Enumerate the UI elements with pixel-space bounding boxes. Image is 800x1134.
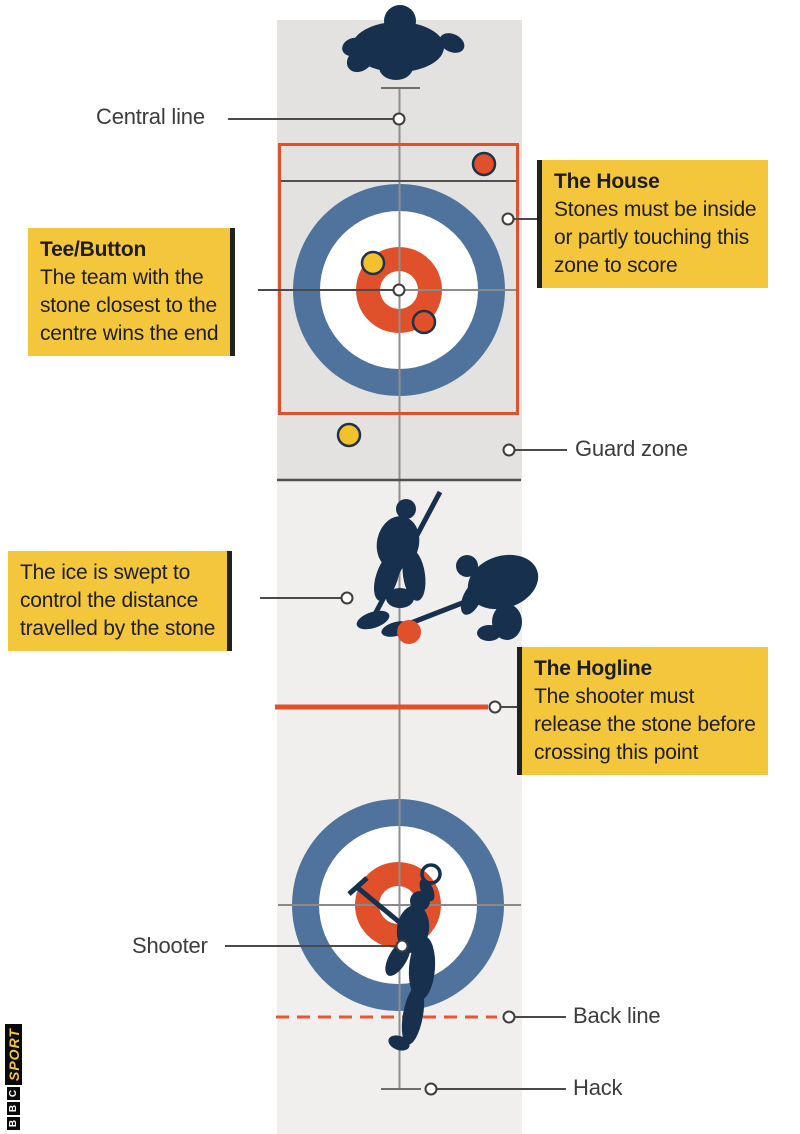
stone-red <box>411 309 437 335</box>
hogline-callout: The Hogline The shooter must release the… <box>517 647 768 775</box>
marker-tee-button <box>392 283 406 297</box>
skip-figure <box>342 5 465 80</box>
tee-button-title: Tee/Button <box>40 238 147 261</box>
bbc-sport-logo: B B C SPORT <box>5 1024 22 1130</box>
house-zone-highlight-box <box>278 143 519 415</box>
marker-house <box>501 212 515 226</box>
sweeper-left-figure <box>356 490 443 630</box>
house-callout: The House Stones must be inside or partl… <box>537 160 769 288</box>
bbc-logo-block: B <box>7 1102 20 1115</box>
central-line-label: Central line <box>96 104 205 129</box>
marker-guard-zone <box>502 443 516 457</box>
stones <box>336 151 497 644</box>
stone-yellow <box>360 250 386 276</box>
stone-yellow-guard <box>336 422 362 448</box>
hack-label: Hack <box>573 1075 623 1100</box>
stone-red <box>471 151 497 177</box>
marker-shooter <box>395 939 409 953</box>
marker-sweep <box>340 591 354 605</box>
sweep-body: The ice is swept to control the distance… <box>20 561 216 640</box>
sweep-callout: The ice is swept to control the distance… <box>8 551 233 651</box>
marker-hack <box>424 1082 438 1096</box>
marker-back-line <box>502 1010 516 1024</box>
tee-button-body: The team with the stone closest to the c… <box>40 266 219 345</box>
hogline-body: The shooter must release the stone befor… <box>534 685 756 764</box>
hogline-title: The Hogline <box>534 657 652 680</box>
shooter-stone <box>420 863 442 885</box>
back-line-label: Back line <box>573 1003 661 1028</box>
house-body: Stones must be inside or partly touching… <box>554 198 757 277</box>
stone-red-swept <box>397 620 421 644</box>
tee-button-callout: Tee/Button The team with the stone close… <box>28 228 236 356</box>
guard-zone-label: Guard zone <box>575 436 688 461</box>
marker-hogline <box>488 700 502 714</box>
connector-lines <box>225 118 567 1090</box>
shooter-label: Shooter <box>132 933 208 958</box>
bbc-logo-block: C <box>7 1087 20 1100</box>
house-title: The House <box>554 170 660 193</box>
sweeper-right-figure <box>381 554 539 641</box>
marker-dots <box>340 112 516 1096</box>
sport-logo-block: SPORT <box>5 1024 22 1085</box>
bbc-logo-block: B <box>7 1117 20 1130</box>
marker-central-line <box>392 112 406 126</box>
